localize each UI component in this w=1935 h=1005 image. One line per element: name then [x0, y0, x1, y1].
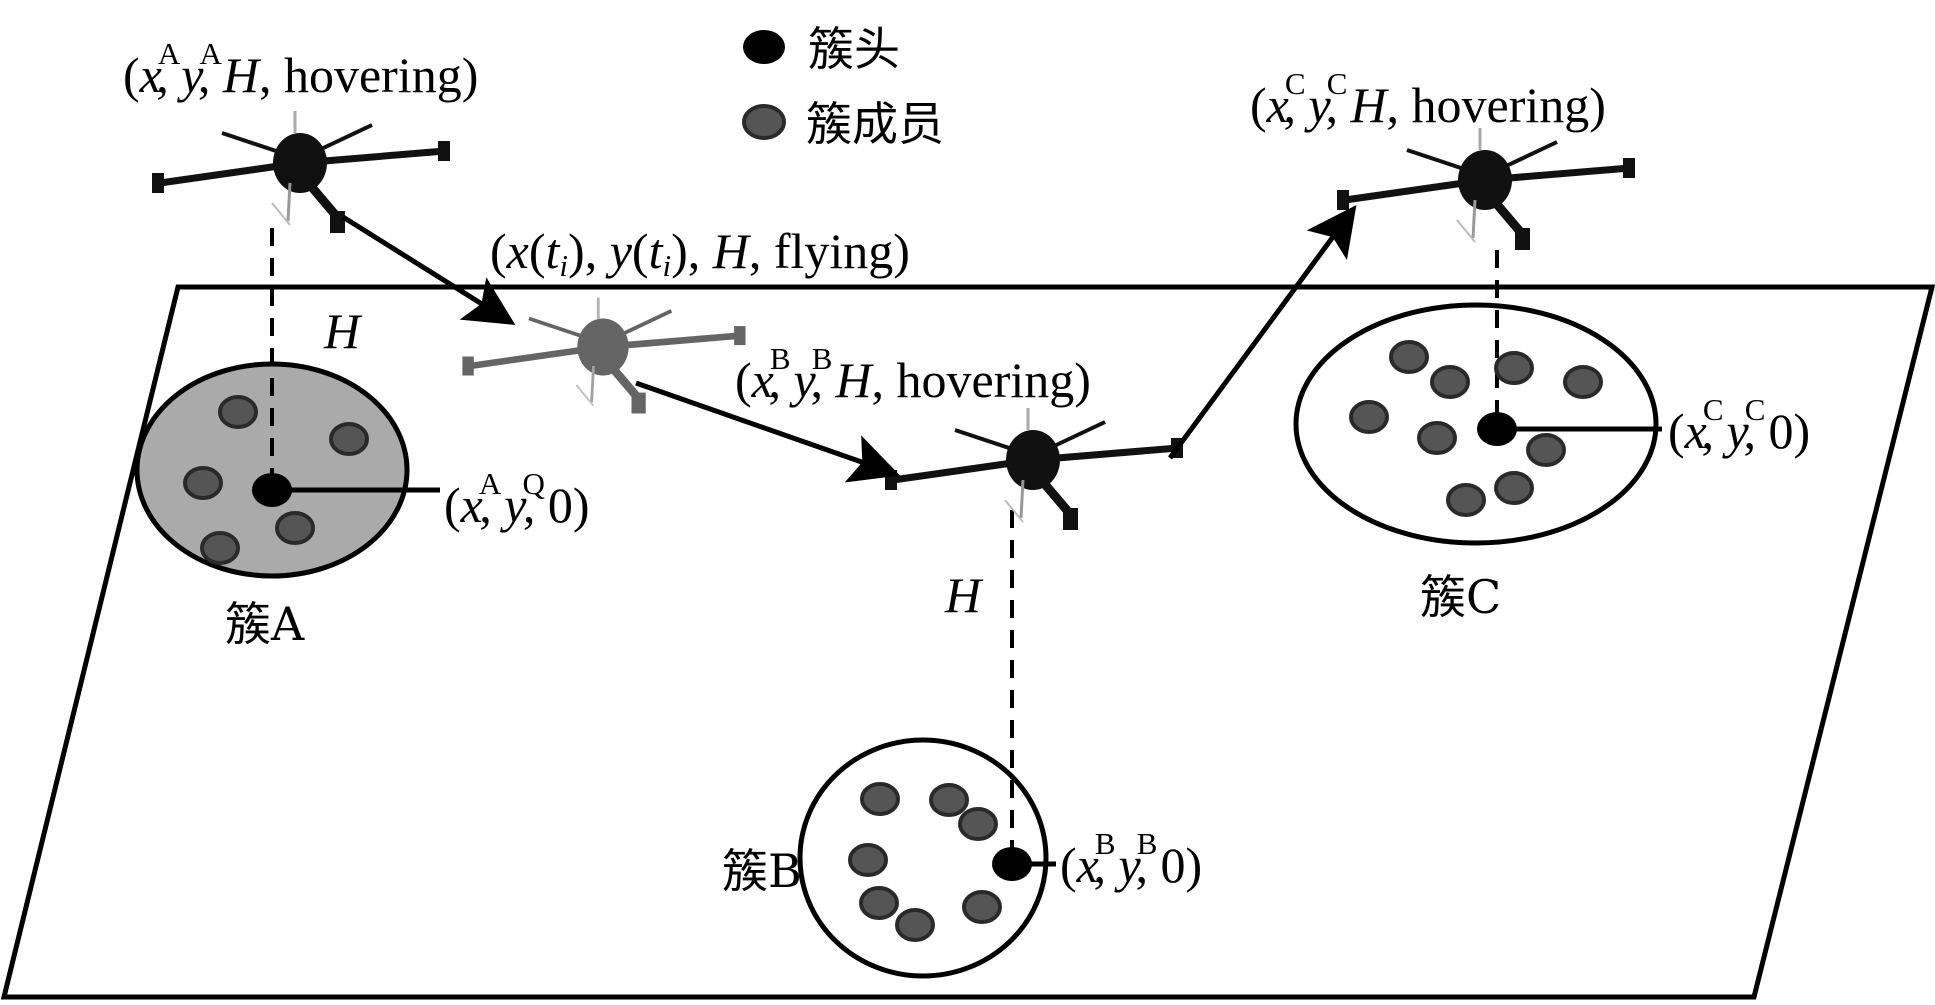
- cluster-b-member-2: [929, 783, 969, 817]
- altitude-label-a: H: [323, 303, 363, 359]
- drone-c-hovering-icon: [1337, 128, 1635, 250]
- cluster-a-member-1: [218, 395, 258, 429]
- ground-plane: [0, 284, 1935, 1000]
- cluster-b-member-3: [958, 807, 998, 841]
- cluster-c-member-5: [1349, 400, 1389, 434]
- legend-cluster-member-label: 簇成员: [806, 97, 944, 151]
- cluster-a-member-2: [329, 422, 369, 456]
- drone-b-label: (xB, yB, H, hovering): [735, 341, 1091, 408]
- cluster-c-ground-label: (xC, yC, 0): [1668, 392, 1810, 459]
- cluster-b-ground-label: (xB, yB, 0): [1060, 826, 1202, 893]
- cluster-a-member-3: [183, 466, 223, 500]
- cluster-a-head: [252, 473, 292, 507]
- altitude-label-b: H: [944, 567, 984, 623]
- drone-flying-label: (x(ti), y(ti), H, flying): [490, 223, 910, 283]
- cluster-c-boundary: [1293, 302, 1659, 546]
- legend-cluster-head-label: 簇头: [808, 22, 900, 76]
- cluster-b-member-1: [860, 782, 900, 816]
- cluster-a-member-4: [275, 511, 315, 545]
- cluster-b-member-5: [859, 886, 899, 920]
- cluster-c-member-9: [1446, 483, 1486, 517]
- cluster-a-member-5: [200, 531, 240, 565]
- cluster-a-ground-label: (xA, yQ, 0): [444, 466, 590, 533]
- cluster-c-name: 簇C: [1420, 570, 1501, 624]
- flight-arrow-flying-to-b: [635, 380, 901, 483]
- cluster-c-member-3: [1494, 351, 1534, 385]
- members-layer: [183, 340, 1662, 942]
- cluster-c-member-4: [1563, 365, 1603, 399]
- drone-a-hovering-icon: [152, 111, 450, 233]
- cluster-b-member-7: [962, 890, 1002, 924]
- legend-cluster-member-icon: [742, 104, 786, 140]
- cluster-c-head: [1477, 412, 1517, 446]
- cluster-a-name: 簇A: [225, 597, 305, 651]
- legend: 簇头 簇成员: [742, 22, 944, 151]
- cluster-c-member-8: [1494, 471, 1534, 505]
- cluster-c-member-7: [1526, 433, 1566, 467]
- cluster-b-head: [992, 847, 1032, 881]
- drone-b-hovering-icon: [885, 408, 1183, 530]
- cluster-b-name: 簇B: [722, 844, 802, 898]
- drone-flying-icon: [462, 298, 745, 414]
- flight-arrow-b-to-c: [1167, 204, 1357, 460]
- drone-a-label: (xA, yA, H, hovering): [123, 36, 478, 103]
- legend-cluster-head-icon: [743, 30, 785, 64]
- drone-c-label: (xC, yC, H, hovering): [1250, 66, 1606, 133]
- cluster-b-member-4: [848, 843, 888, 877]
- flight-arrow-a-to-flying: [341, 214, 516, 325]
- cluster-b-member-6: [895, 908, 935, 942]
- cluster-c-member-1: [1389, 340, 1429, 374]
- cluster-c-member-6: [1417, 421, 1457, 455]
- cluster-c-member-2: [1430, 365, 1470, 399]
